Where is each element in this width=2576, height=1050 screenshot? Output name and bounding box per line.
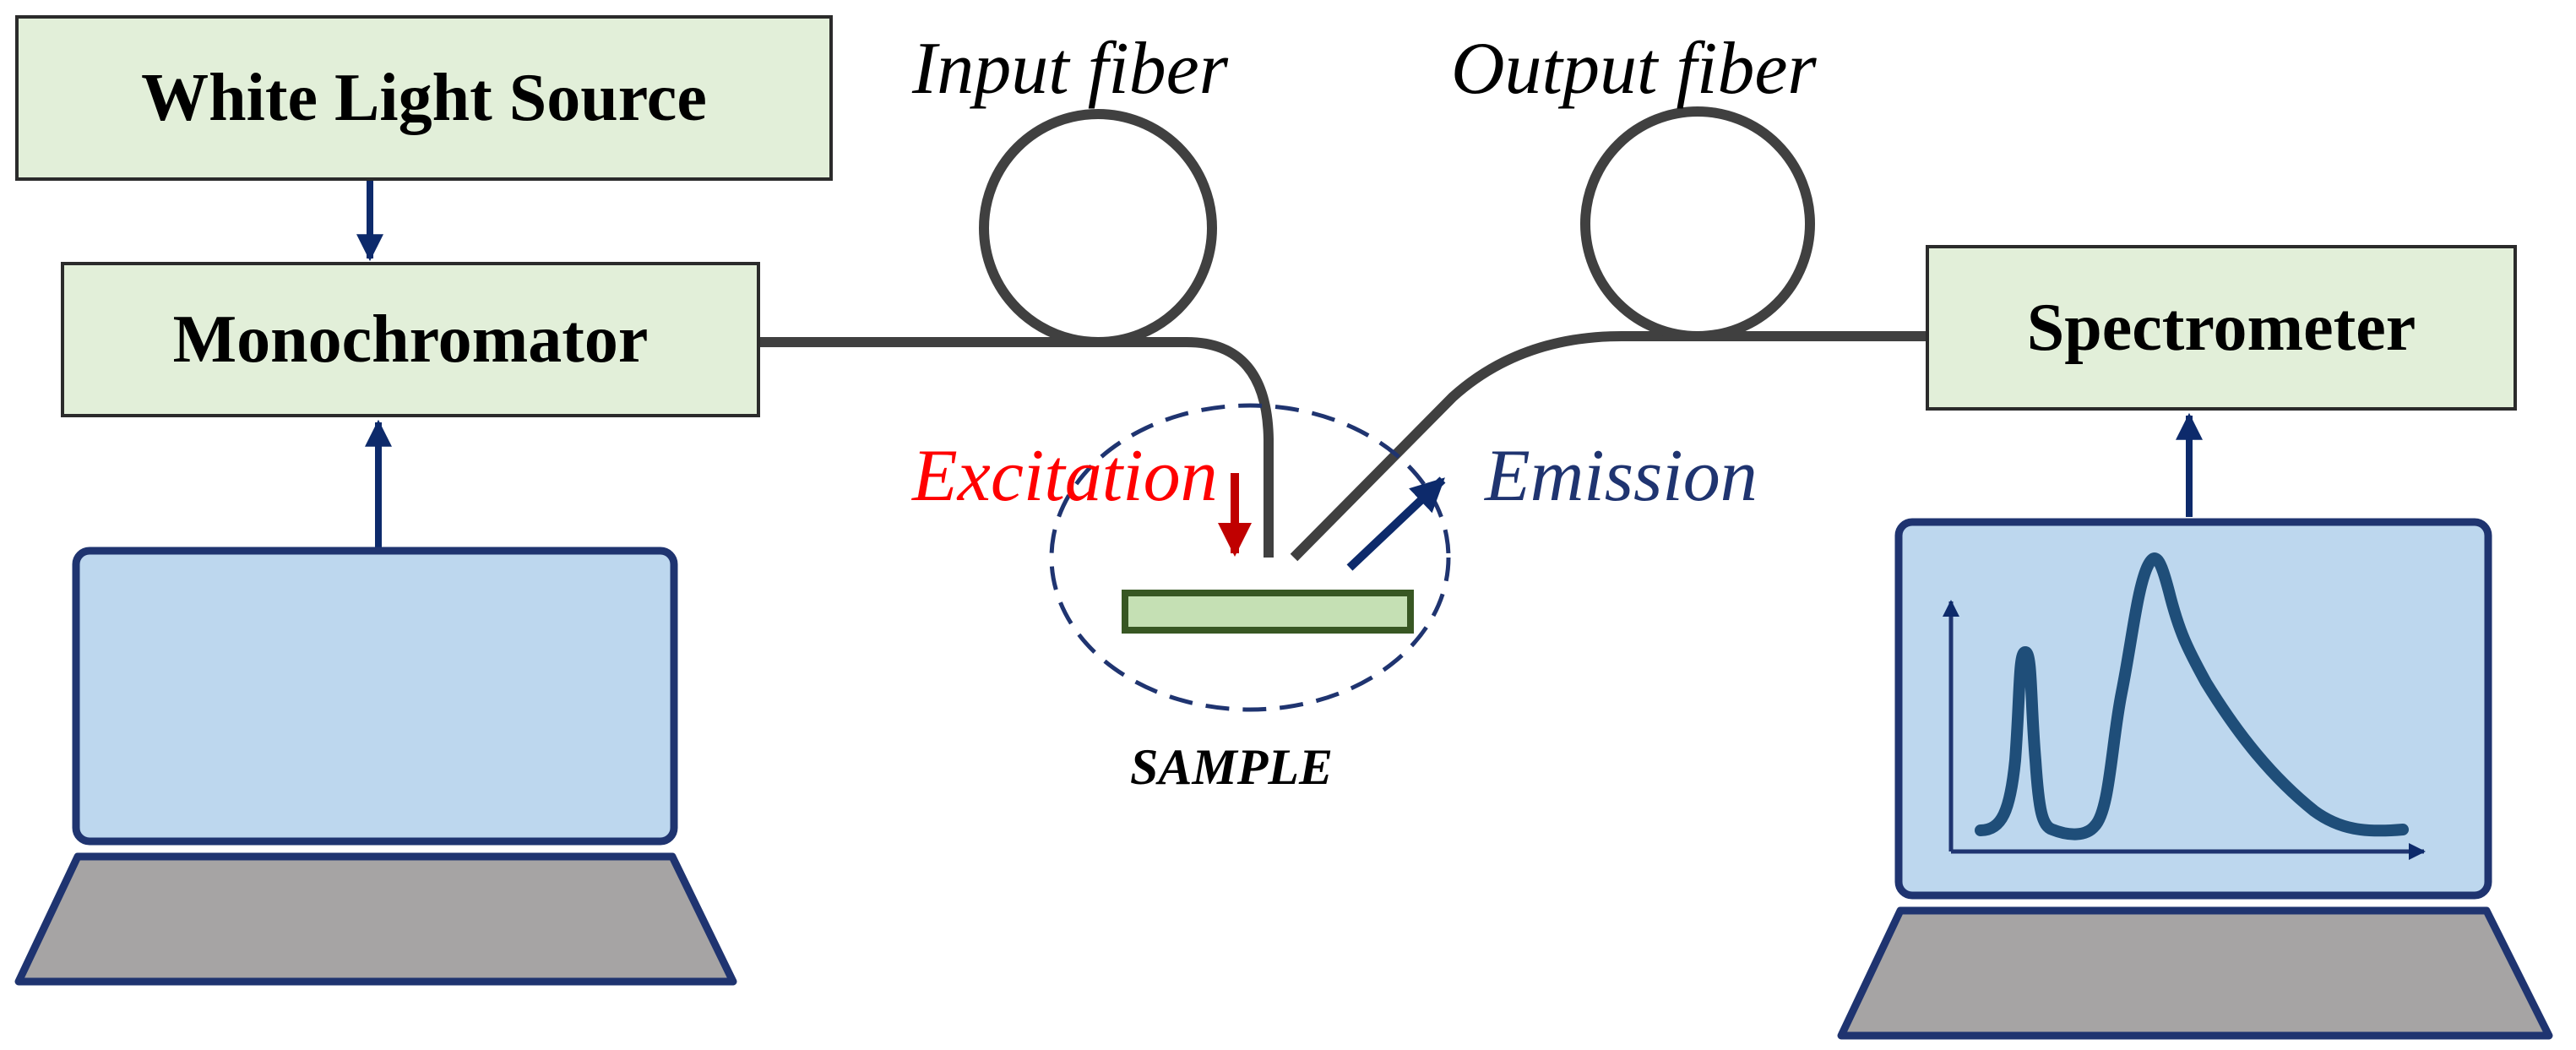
emission-label: Emission xyxy=(1485,435,1758,517)
white-light-source-box: White Light Source xyxy=(15,15,833,181)
sample-region-ellipse xyxy=(1049,403,1451,712)
sample-slab xyxy=(1122,590,1414,634)
excitation-label: Excitation xyxy=(912,435,1218,517)
monochromator-label: Monochromator xyxy=(172,302,649,377)
spectrum-curve xyxy=(1975,552,2409,841)
emission-arrow xyxy=(1346,476,1446,571)
spectrometer-box: Spectrometer xyxy=(1926,245,2517,411)
input-fiber-label: Input fiber xyxy=(912,28,1228,110)
input-fiber xyxy=(760,109,1274,558)
spectrometer-label: Spectrometer xyxy=(2026,290,2416,365)
sample-label: SAMPLE xyxy=(1130,739,1334,795)
monochromator-box: Monochromator xyxy=(61,262,760,417)
acquisition-laptop xyxy=(1837,518,2553,1040)
laptop-base xyxy=(14,852,737,986)
output-fiber-label: Output fiber xyxy=(1451,28,1817,110)
laptop-screen xyxy=(1894,518,2492,900)
output-fiber xyxy=(1290,106,1926,562)
laptop-screen xyxy=(72,547,678,846)
control-laptop xyxy=(14,547,737,986)
laptop-base xyxy=(1837,906,2553,1040)
white-light-source-label: White Light Source xyxy=(141,60,707,135)
